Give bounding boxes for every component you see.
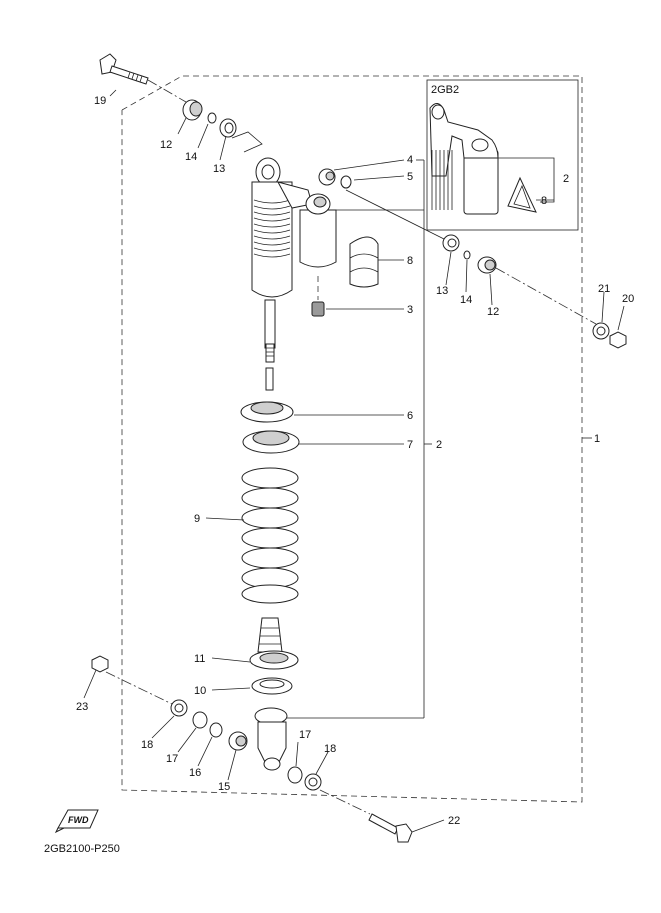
callout-11: 11 bbox=[194, 653, 205, 665]
spring-9 bbox=[241, 467, 299, 604]
fwd-label: FWD bbox=[68, 815, 89, 825]
upper-hardware bbox=[182, 99, 263, 153]
bolt-22 bbox=[319, 789, 413, 843]
callout-8-inset: 8 bbox=[541, 195, 547, 207]
callout-13-right: 13 bbox=[436, 285, 448, 297]
callout-14-upper: 14 bbox=[185, 151, 197, 163]
callout-22: 22 bbox=[448, 815, 460, 827]
callout-9: 9 bbox=[194, 513, 200, 525]
fwd-arrow-icon: FWD bbox=[54, 809, 99, 834]
callout-17-right: 17 bbox=[299, 729, 311, 741]
callout-6: 6 bbox=[407, 410, 413, 422]
callout-12-right: 12 bbox=[487, 306, 499, 318]
callout-10: 10 bbox=[194, 685, 206, 697]
callout-16: 16 bbox=[189, 767, 201, 779]
diagram-code: 2GB2100-P250 bbox=[44, 843, 120, 855]
reservoir bbox=[299, 193, 379, 317]
callout-18-right: 18 bbox=[324, 743, 336, 755]
callout-2: 2 bbox=[436, 439, 442, 451]
assembly-boundary bbox=[121, 75, 583, 803]
shock-body bbox=[251, 157, 313, 363]
right-hardware bbox=[442, 234, 627, 349]
callout-18-left: 18 bbox=[141, 739, 153, 751]
bolt-19 bbox=[99, 53, 187, 103]
callout-7: 7 bbox=[407, 439, 413, 451]
callout-2-inset: 2 bbox=[563, 173, 569, 185]
callout-15: 15 bbox=[218, 781, 230, 793]
lower-left-hardware bbox=[91, 655, 248, 751]
callout-20: 20 bbox=[622, 293, 634, 305]
callout-8: 8 bbox=[407, 255, 413, 267]
callout-19: 19 bbox=[94, 95, 106, 107]
bump-stop-11-10 bbox=[249, 617, 299, 695]
callout-13-upper: 13 bbox=[213, 163, 225, 175]
bushings-4-5 bbox=[318, 168, 447, 241]
adjuster-rings bbox=[240, 367, 300, 454]
callout-4: 4 bbox=[407, 154, 413, 166]
leader-lines bbox=[83, 89, 625, 833]
inset-2gb2: 2GB2 bbox=[426, 79, 579, 231]
inset-title: 2GB2 bbox=[431, 84, 459, 96]
callout-12-upper: 12 bbox=[160, 139, 172, 151]
callout-5: 5 bbox=[407, 171, 413, 183]
callout-1: 1 bbox=[594, 433, 600, 445]
callout-21: 21 bbox=[598, 283, 610, 295]
callout-17-left: 17 bbox=[166, 753, 178, 765]
callout-labels: 19 12 14 13 4 5 8 3 6 7 2 1 2 8 13 14 12… bbox=[76, 95, 634, 827]
lower-mount bbox=[254, 707, 322, 791]
callout-14-right: 14 bbox=[460, 294, 472, 306]
callout-23: 23 bbox=[76, 701, 88, 713]
callout-3: 3 bbox=[407, 304, 413, 316]
